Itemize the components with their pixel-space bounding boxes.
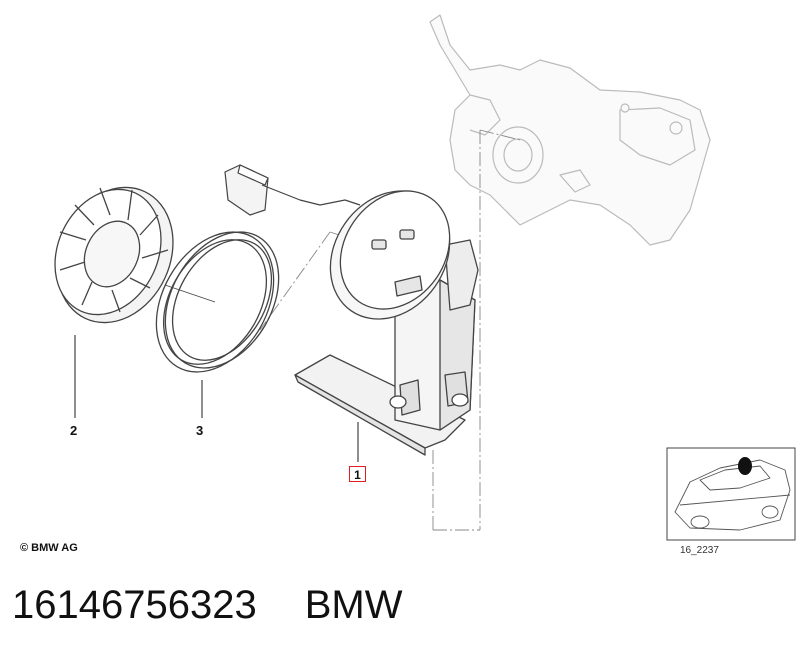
fuel-pump-assembly-1: [294, 190, 479, 456]
fuel-tank-ghost: [429, 14, 711, 246]
callout-item-3[interactable]: 3: [196, 423, 204, 438]
copyright-notice: © BMW AG: [20, 542, 78, 554]
ring-axis: [164, 284, 216, 303]
brand-name: BMW: [304, 583, 403, 627]
figure-reference: 16_2237: [680, 545, 719, 556]
parts-diagram: [54, 14, 796, 541]
seal-ring-3: [155, 231, 280, 373]
callout-item-1[interactable]: 1: [349, 466, 366, 482]
part-caption: 16146756323 BMW: [12, 583, 402, 628]
level-sensor-float: [224, 164, 361, 216]
vehicle-locator-thumbnail: [666, 447, 796, 541]
location-marker: [738, 457, 752, 475]
cover-ring-2: [54, 186, 174, 324]
part-number: 16146756323: [12, 583, 257, 627]
callout-item-2[interactable]: 2: [70, 423, 78, 438]
